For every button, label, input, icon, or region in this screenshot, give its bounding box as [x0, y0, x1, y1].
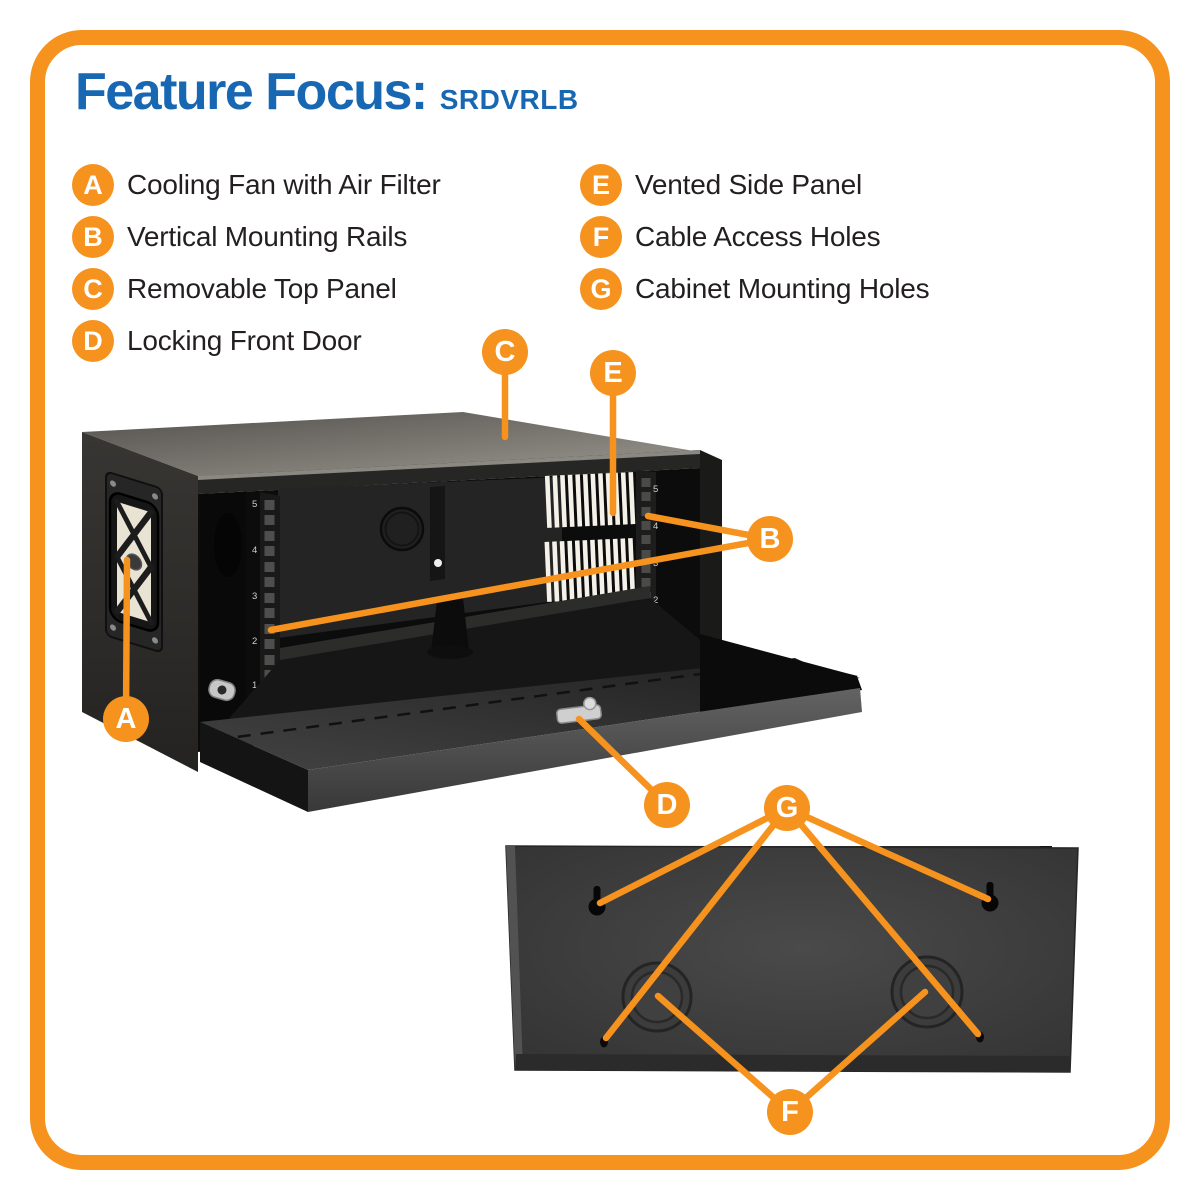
svg-text:5: 5	[252, 499, 257, 510]
leader-line-g-keyhole-left	[596, 804, 791, 907]
legend-label-b: Vertical Mounting Rails	[127, 221, 408, 252]
svg-text:1: 1	[252, 680, 257, 691]
leader-line-f-right	[786, 988, 929, 1116]
door-front-lip	[308, 688, 862, 812]
page-title: Feature Focus:	[75, 63, 428, 121]
legend-badge-g: G	[580, 268, 622, 310]
model-number: SRDVRLB	[439, 84, 579, 115]
legend-item-b: B Vertical Mounting Rails	[72, 216, 441, 258]
leader-lines	[122, 348, 992, 1116]
leader-line-a	[122, 556, 131, 723]
callout-badge-e: E	[590, 350, 636, 396]
back-panel-bracket	[430, 486, 445, 581]
callout-badge-d: D	[644, 782, 690, 828]
panel-left-highlight	[506, 846, 523, 1070]
legend-badge-b: B	[72, 216, 114, 258]
svg-text:5: 5	[653, 484, 658, 495]
side-knockout	[214, 513, 242, 577]
back-panel-surface	[505, 845, 1079, 1073]
thumbscrew	[434, 559, 442, 567]
svg-text:2: 2	[252, 636, 257, 647]
left-mounting-rail: 5 4 3 2 1	[252, 492, 280, 708]
pedestal-foot	[431, 598, 469, 652]
callout-badge-b: B	[747, 516, 793, 562]
cooling-fan-assembly	[105, 471, 163, 653]
legend-item-f: F Cable Access Holes	[580, 216, 929, 258]
legend-badge-c: C	[72, 268, 114, 310]
right-side-edge	[700, 450, 722, 642]
panel-bottom-shadow	[515, 1054, 1071, 1072]
door-left-edge	[200, 722, 308, 812]
legend-label-f: Cable Access Holes	[635, 221, 881, 252]
legend-left-column: A Cooling Fan with Air Filter B Vertical…	[72, 164, 441, 362]
leader-line-g-hole-left	[602, 804, 791, 1042]
callout-badge-c: C	[482, 329, 528, 375]
top-panel-edge-highlight	[198, 450, 700, 480]
svg-text:3: 3	[653, 558, 658, 569]
leader-line-f-left	[654, 992, 794, 1116]
back-panel-knockout	[379, 506, 425, 552]
legend-label-a: Cooling Fan with Air Filter	[127, 169, 441, 200]
legend-badge-d: D	[72, 320, 114, 362]
vented-side-panel	[544, 472, 636, 528]
callout-badge-f: F	[767, 1089, 813, 1135]
legend-item-d: D Locking Front Door	[72, 320, 441, 362]
page-header: Feature Focus: SRDVRLB	[75, 66, 579, 118]
cabinet-bottom-view	[505, 845, 1079, 1073]
legend-item-g: G Cabinet Mounting Holes	[580, 268, 930, 310]
legend-label-g: Cabinet Mounting Holes	[635, 273, 930, 304]
front-door-open	[200, 634, 862, 812]
svg-text:3: 3	[252, 591, 257, 602]
top-panel	[82, 412, 700, 476]
pedestal-base	[427, 645, 473, 659]
legend-right-column: E Vented Side Panel F Cable Access Holes…	[580, 164, 930, 310]
legend-label-c: Removable Top Panel	[127, 273, 397, 304]
leader-line-g-hole-right	[783, 804, 982, 1038]
legend-item-e: E Vented Side Panel	[580, 164, 929, 206]
legend-label-d: Locking Front Door	[127, 325, 362, 356]
svg-text:2: 2	[653, 595, 658, 606]
callout-badge-g: G	[764, 785, 810, 831]
leader-line-g-keyhole-right	[783, 804, 992, 903]
legend-badge-e: E	[580, 164, 622, 206]
legend-item-c: C Removable Top Panel	[72, 268, 441, 310]
legend-badge-f: F	[580, 216, 622, 258]
svg-text:4: 4	[653, 521, 658, 532]
legend-label-e: Vented Side Panel	[635, 169, 863, 200]
legend-badge-a: A	[72, 164, 114, 206]
fan-grille	[114, 498, 154, 626]
cabinet-front-view: 5 4 3 2 1 5 4 3 2 1	[82, 412, 862, 812]
legend-item-a: A Cooling Fan with Air Filter	[72, 164, 441, 206]
back-panel-knockout-ring	[384, 511, 420, 547]
svg-text:4: 4	[252, 545, 257, 556]
padlock-hasp	[208, 678, 236, 702]
door-surface	[200, 658, 860, 770]
callout-badge-a: A	[103, 696, 149, 742]
top-panel-front-edge	[198, 450, 700, 494]
leader-line-b-left	[267, 535, 774, 634]
back-panel	[278, 477, 562, 638]
door-hinge-line	[214, 660, 789, 742]
